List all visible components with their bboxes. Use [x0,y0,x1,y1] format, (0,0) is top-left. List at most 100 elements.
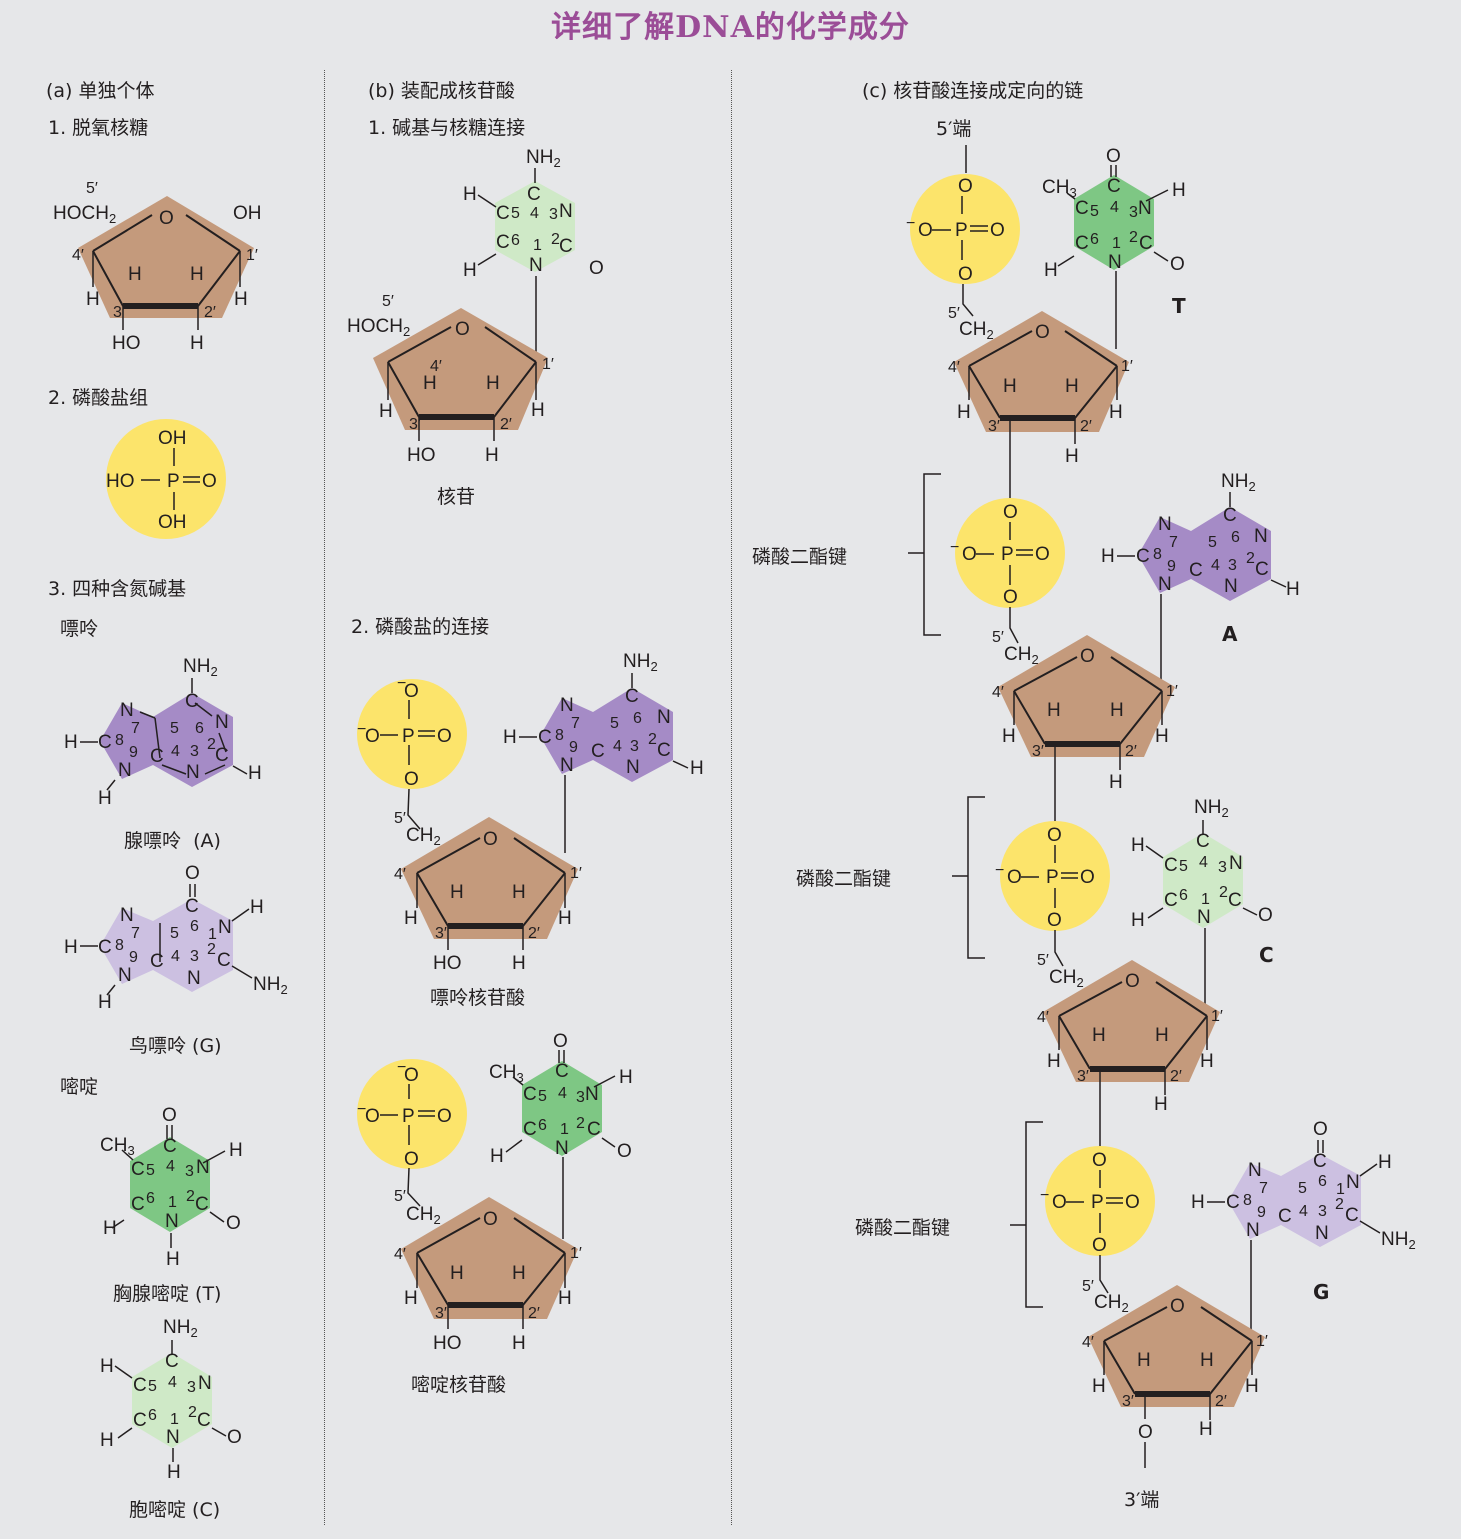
svg-text:O: O [617,1141,632,1162]
phosphate-group-structure: OH HO P O OH [106,419,226,539]
svg-text:H: H [1044,260,1058,281]
svg-text:H: H [250,897,264,918]
svg-text:O: O [962,544,977,565]
svg-text:C: C [1228,890,1242,911]
svg-text:5: 5 [146,1162,155,1179]
svg-text:O: O [1125,971,1140,992]
phosphodiester-bond-label: 磷酸二酯键 [752,546,848,568]
svg-text:HO: HO [407,445,436,466]
svg-text:C: C [215,745,229,766]
svg-text:OH: OH [158,428,187,449]
svg-text:H: H [1137,1350,1151,1371]
svg-text:O: O [483,829,498,850]
svg-text:H: H [1101,546,1115,567]
svg-text:2′: 2′ [1125,743,1137,760]
svg-text:H: H [1199,1419,1213,1440]
svg-text:O: O [1035,544,1050,565]
svg-text:CH2: CH2 [959,319,994,342]
svg-text:H: H [1065,376,1079,397]
svg-text:4: 4 [530,205,539,222]
svg-text:1: 1 [1201,891,1210,908]
svg-text:C: C [1255,559,1269,580]
svg-text:C: C [527,184,541,205]
svg-text:H: H [1378,1152,1392,1173]
svg-text:9: 9 [1167,558,1176,575]
svg-text:N: N [1229,853,1243,874]
svg-text:N: N [120,905,134,926]
svg-text:H: H [1109,402,1123,423]
svg-text:4: 4 [1199,854,1208,871]
svg-text:H: H [1110,700,1124,721]
svg-text:H: H [100,1356,114,1377]
svg-text:C: C [1196,831,1210,852]
svg-text:N: N [198,1373,212,1394]
svg-text:O: O [1258,905,1273,926]
svg-text:C: C [133,1375,147,1396]
phosphodiester-bond-label: 磷酸二酯键 [796,868,892,890]
svg-text:H: H [103,1218,117,1239]
svg-text:O: O [958,176,973,197]
svg-text:3′: 3′ [409,416,421,433]
svg-text:C: C [1139,233,1153,254]
svg-text:N: N [626,757,640,778]
svg-text:1: 1 [1336,1181,1345,1198]
svg-text:H: H [190,333,204,354]
svg-text:H: H [1047,1051,1061,1072]
svg-text:O: O [455,319,470,340]
base-letter: G [1313,1280,1330,1304]
purine-nucleotide-caption: 嘌呤核苷酸 [430,987,526,1009]
svg-text:H: H [485,445,499,466]
svg-text:O: O [1080,646,1095,667]
svg-text:H: H [1047,700,1061,721]
svg-text:N: N [529,255,543,276]
svg-text:N: N [1197,907,1211,928]
svg-text:2: 2 [576,1115,585,1132]
svg-text:H: H [1154,1094,1168,1115]
svg-text:H: H [64,732,78,753]
svg-text:O: O [1052,1192,1067,1213]
svg-text:H: H [1155,1025,1169,1046]
svg-text:N: N [560,695,574,716]
svg-text:O: O [185,863,200,884]
svg-text:2′: 2′ [528,1305,540,1322]
svg-text:O: O [226,1213,241,1234]
svg-text:NH2: NH2 [163,1317,198,1340]
svg-text:6: 6 [511,232,520,249]
svg-text:4: 4 [166,1158,175,1175]
svg-text:O: O [1125,1192,1140,1213]
svg-text:H: H [1200,1051,1214,1072]
bases-label: 3. 四种含氮碱基 [48,578,187,600]
svg-text:4′: 4′ [72,247,84,264]
svg-text:H: H [1092,1025,1106,1046]
svg-text:2: 2 [188,1404,197,1421]
svg-text:C: C [131,1159,145,1180]
svg-text:5′: 5′ [1082,1278,1094,1295]
svg-text:H: H [1109,772,1123,793]
svg-text:2′: 2′ [1215,1393,1227,1410]
svg-text:C: C [163,1136,177,1157]
phosphate-link-label: 2. 磷酸盐的连接 [351,616,490,638]
svg-text:H: H [229,1140,243,1161]
svg-text:1: 1 [208,926,217,943]
svg-text:H: H [423,373,437,394]
svg-text:3′: 3′ [435,1305,447,1322]
svg-text:H: H [190,264,204,285]
svg-text:N: N [165,1211,179,1232]
svg-text:3′: 3′ [1032,743,1044,760]
svg-text:C: C [496,232,510,253]
svg-text:−: − [397,675,406,692]
svg-text:5′: 5′ [86,180,98,197]
svg-text:N: N [218,917,232,938]
svg-text:C: C [657,740,671,761]
svg-text:5: 5 [511,205,520,222]
svg-text:O: O [1007,867,1022,888]
svg-text:C: C [1189,560,1203,581]
svg-text:CH2: CH2 [1094,1292,1129,1315]
svg-text:H: H [531,400,545,421]
svg-text:5: 5 [170,720,179,737]
svg-text:1: 1 [1112,235,1121,252]
svg-text:C: C [131,1194,145,1215]
